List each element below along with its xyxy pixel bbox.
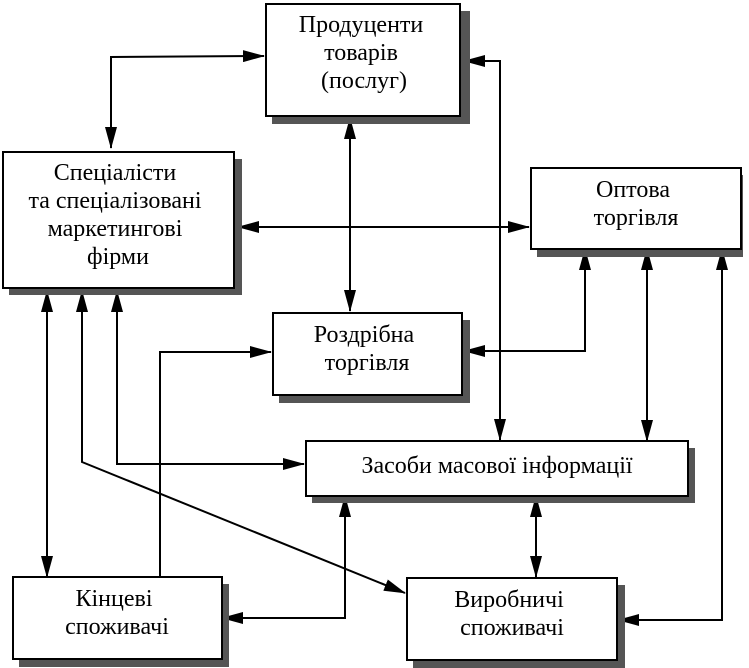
node-mass-media-label: Засоби масової інформації: [361, 453, 632, 479]
node-retail-label: Роздрібна торгівля: [314, 322, 420, 376]
node-mass-media: Засоби масової інформації: [305, 440, 695, 503]
node-end-consumers: Кінцеві споживачі: [12, 576, 229, 667]
node-specialists: Спеціалісти та спеціалізовані маркетинго…: [2, 151, 242, 295]
node-producers: Продуценти товарів (послуг): [265, 3, 470, 124]
node-industrial-consumers: Виробничі споживачі: [406, 577, 625, 668]
node-specialists-label: Спеціалісти та спеціалізовані маркетинго…: [28, 160, 207, 270]
arrow-producers-specialists: [105, 50, 265, 149]
node-end-consumers-label: Кінцеві споживачі: [65, 586, 169, 640]
connection-arrows: [41, 50, 728, 626]
arrow-mass-media-end-consumers: [221, 495, 351, 624]
node-wholesale: Оптова торгівля: [530, 167, 743, 257]
node-wholesale-label: Оптова торгівля: [594, 177, 679, 231]
node-retail: Роздрібна торгівля: [272, 312, 470, 403]
node-producers-label: Продуценти товарів (послуг): [299, 12, 430, 94]
arrow-wholesale-industrial-consumers: [617, 248, 728, 626]
node-industrial-consumers-label: Виробничі споживачі: [454, 587, 570, 641]
arrow-wholesale-retail: [463, 248, 591, 357]
arrow-end-consumers-retail: [159, 346, 272, 577]
